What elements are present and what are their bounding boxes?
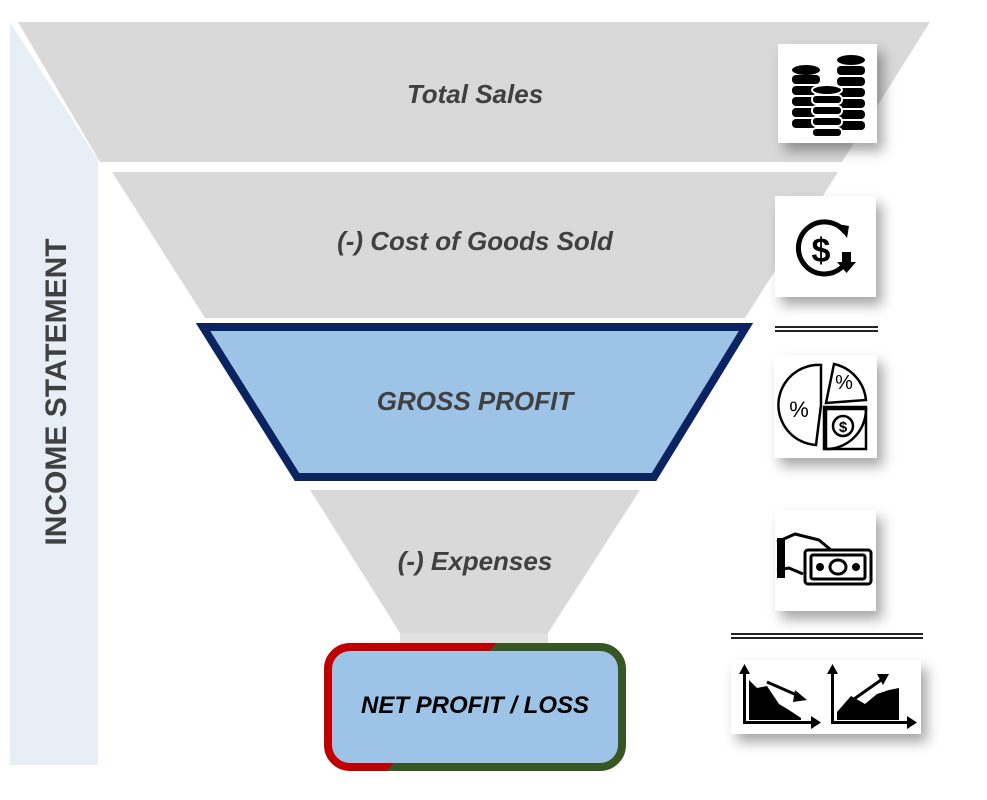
- svg-text:%: %: [789, 397, 809, 422]
- funnel-stage-expenses: [310, 490, 640, 633]
- funnel-stage-total-sales: [18, 22, 930, 162]
- cogs-label: (-) Cost of Goods Sold: [337, 226, 614, 256]
- svg-text:$: $: [839, 419, 848, 436]
- svg-text:%: %: [835, 372, 853, 394]
- total-sales-label: Total Sales: [407, 79, 543, 109]
- svg-text:$: $: [812, 232, 831, 270]
- pie-chart-percent-icon: % % $: [774, 355, 877, 458]
- funnel-stage-cogs: [112, 172, 838, 318]
- funnel-stage-gross-profit: [195, 323, 754, 481]
- gross-profit-label: GROSS PROFIT: [377, 386, 576, 416]
- coin-stacks-icon: [778, 44, 877, 143]
- double-rule-top: [775, 326, 878, 332]
- dollar-down-arrow-icon: $: [775, 196, 876, 297]
- funnel-connector: [400, 633, 548, 645]
- side-label: INCOME STATEMENT: [40, 238, 73, 545]
- side-panel: [10, 22, 98, 765]
- net-profit-loss-label: NET PROFIT / LOSS: [361, 692, 589, 719]
- double-rule-bottom: [731, 633, 923, 639]
- trend-charts-icon: [731, 660, 921, 734]
- expenses-label: (-) Expenses: [398, 546, 553, 576]
- net-profit-loss-box: [324, 643, 626, 771]
- hand-paying-cash-icon: [775, 510, 876, 611]
